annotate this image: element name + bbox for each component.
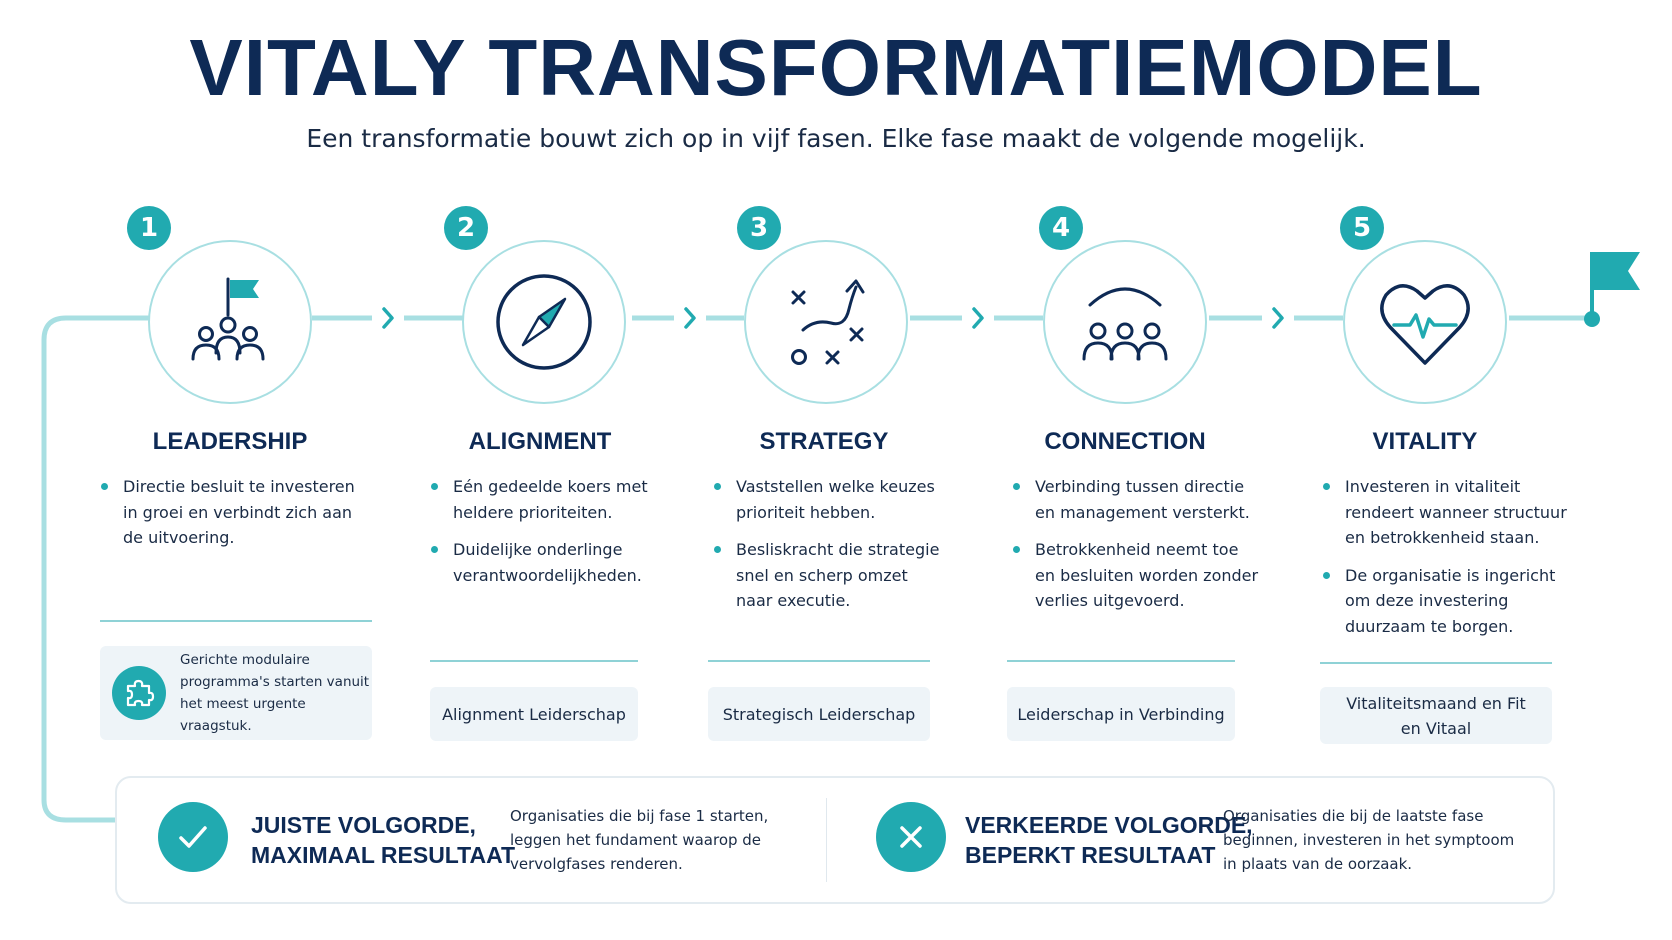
phase-title: VITALITY xyxy=(1372,428,1478,455)
phase-number-badge: 3 xyxy=(737,206,781,250)
loop-back-line xyxy=(41,315,151,823)
leader-flag-icon xyxy=(191,277,265,361)
bullet-item: Verbinding tussen directie en management… xyxy=(1012,474,1262,525)
phase-number-badge: 4 xyxy=(1039,206,1083,250)
bullet-item: Besliskracht die strategie snel en scher… xyxy=(713,537,943,614)
finish-flag-icon xyxy=(1584,252,1640,327)
bullet-item: Duidelijke onderlinge verantwoordelijkhe… xyxy=(430,537,650,588)
divider xyxy=(708,660,930,662)
phase-bullets: Verbinding tussen directie en management… xyxy=(1012,474,1262,626)
chevron-right-icon xyxy=(1272,307,1284,329)
phase-bullets: Investeren in vitaliteit rendeert wannee… xyxy=(1322,474,1572,651)
program-card: Vitaliteitsmaand en Fit en Vitaal xyxy=(1320,687,1552,744)
phase-icon-circle xyxy=(148,240,312,404)
chevron-right-icon xyxy=(684,307,696,329)
phase-bullets: Vaststellen welke keuzes prioriteit hebb… xyxy=(713,474,943,626)
checkmark-icon xyxy=(158,802,228,872)
divider xyxy=(100,620,372,622)
bullet-item: Vaststellen welke keuzes prioriteit hebb… xyxy=(713,474,943,525)
outcome-title-wrong: VERKEERDE VOLGORDE, BEPERKT RESULTAAT xyxy=(965,810,1253,870)
phase-icon-circle xyxy=(744,240,908,404)
page-title: VITALY TRANSFORMATIEMODEL xyxy=(189,23,1483,112)
chevron-right-icon xyxy=(382,307,394,329)
bullet-item: Directie besluit te investeren in groei … xyxy=(100,474,360,551)
chevron-right-icon xyxy=(972,307,984,329)
phase-icon-circle xyxy=(462,240,626,404)
phase-number-badge: 1 xyxy=(127,206,171,250)
divider xyxy=(430,660,638,662)
compass-icon xyxy=(496,274,592,370)
cross-icon xyxy=(876,802,946,872)
phase-title: ALIGNMENT xyxy=(468,428,612,455)
phase-icon-circle xyxy=(1343,240,1507,404)
divider xyxy=(1320,662,1552,664)
outcome-panel xyxy=(115,776,1555,904)
outcome-title-line: MAXIMAAL RESULTAAT xyxy=(251,842,516,868)
program-card: Alignment Leiderschap xyxy=(430,687,638,741)
bullet-item: De organisatie is ingericht om deze inve… xyxy=(1322,563,1572,640)
phase-bullets: Directie besluit te investeren in groei … xyxy=(100,474,360,563)
page-subtitle: Een transformatie bouwt zich op in vijf … xyxy=(306,124,1366,153)
phase-title: LEADERSHIP xyxy=(152,428,308,455)
program-card: Leiderschap in Verbinding xyxy=(1007,687,1235,741)
program-card: Gerichte modulaire programma's starten v… xyxy=(100,646,372,740)
program-text: Gerichte modulaire programma's starten v… xyxy=(180,652,370,734)
outcome-text-wrong: Organisaties die bij de laatste fase beg… xyxy=(1223,807,1515,873)
bullet-item: Betrokkenheid neemt toe en besluiten wor… xyxy=(1012,537,1262,614)
outcome-text-right: Organisaties die bij fase 1 starten, leg… xyxy=(510,807,769,873)
phase-icon-circle xyxy=(1043,240,1207,404)
outcome-title-line: BEPERKT RESULTAAT xyxy=(965,842,1216,868)
heart-pulse-icon xyxy=(1380,284,1470,365)
phase-number-badge: 5 xyxy=(1340,206,1384,250)
strategy-play-icon xyxy=(791,279,865,365)
program-card: Strategisch Leiderschap xyxy=(708,687,930,741)
outcome-title-line: VERKEERDE VOLGORDE, xyxy=(965,812,1253,838)
outcome-title-line: JUISTE VOLGORDE, xyxy=(251,812,476,838)
bullet-item: Eén gedeelde koers met heldere prioritei… xyxy=(430,474,650,525)
phase-number-badge: 2 xyxy=(444,206,488,250)
outcome-divider xyxy=(826,798,827,882)
outcome-title-right: JUISTE VOLGORDE, MAXIMAAL RESULTAAT xyxy=(251,810,515,870)
bullet-item: Investeren in vitaliteit rendeert wannee… xyxy=(1322,474,1572,551)
phase-title: STRATEGY xyxy=(759,428,889,455)
team-connection-icon xyxy=(1082,287,1168,361)
divider xyxy=(1007,660,1235,662)
phase-bullets: Eén gedeelde koers met heldere prioritei… xyxy=(430,474,650,600)
puzzle-icon xyxy=(112,666,166,720)
phase-title: CONNECTION xyxy=(1044,428,1206,455)
